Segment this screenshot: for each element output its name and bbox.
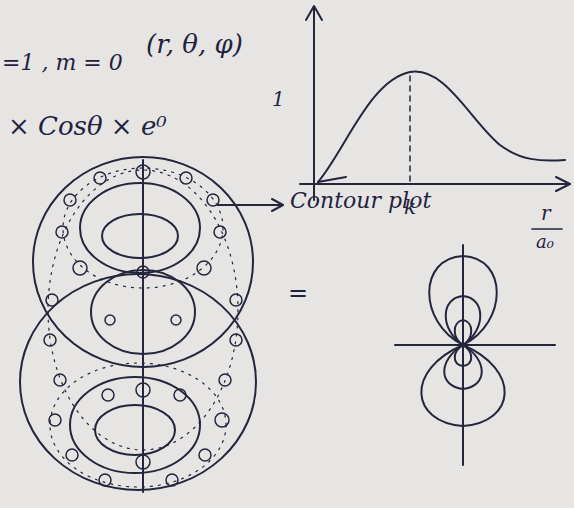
orbital-sketch: [20, 157, 256, 492]
tangent-mark: [318, 177, 346, 182]
peak-line: [409, 76, 411, 182]
fraction-bar: [532, 228, 562, 230]
axis-label: r: [541, 202, 551, 225]
equation-text: × Cosθ × e⁰: [8, 112, 167, 142]
coordinates-text: (r, θ, φ): [146, 30, 243, 60]
contour-plot: [395, 245, 555, 465]
axis-value: 1: [272, 88, 285, 111]
note-text: Contour plot: [290, 188, 442, 213]
y-axis: [306, 6, 322, 200]
axis-label: a₀: [536, 232, 554, 253]
equals-sign: =: [288, 280, 308, 308]
pointer-arrow: [218, 199, 283, 211]
equation-text: =1 , m = 0: [2, 50, 123, 75]
radial-curve: [318, 72, 565, 182]
